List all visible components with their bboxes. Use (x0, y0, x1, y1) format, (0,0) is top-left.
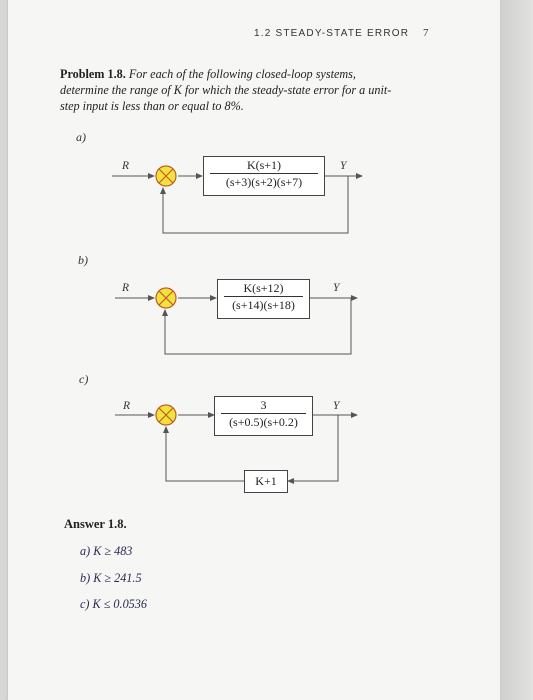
document-page (8, 0, 500, 700)
diagram-c-output: Y (333, 400, 340, 412)
diagram-b-numerator: K(s+12) (224, 280, 303, 297)
diagram-b-input: R (122, 282, 130, 294)
running-header: 1.2 STEADY-STATE ERROR (254, 28, 410, 39)
diagram-a-numerator: K(s+1) (210, 157, 318, 174)
answer-b: b) K ≥ 241.5 (80, 571, 142, 585)
diagram-c-label: c) (79, 372, 89, 386)
answer-title: Answer 1.8. (64, 517, 127, 531)
problem-statement: Problem 1.8. For each of the following c… (60, 66, 405, 114)
diagram-b-output: Y (333, 282, 340, 294)
answer-c: c) K ≤ 0.0536 (80, 597, 147, 611)
page-edge-shadow (500, 0, 533, 700)
diagram-a-denominator: (s+3)(s+2)(s+7) (225, 175, 303, 189)
diagram-a-label: a) (76, 130, 86, 144)
diagram-c-denominator: (s+0.5)(s+0.2) (229, 415, 298, 429)
diagram-a-output: Y (340, 160, 347, 172)
diagram-a-transfer-block: K(s+1) (s+3)(s+2)(s+7) (203, 156, 325, 196)
diagram-c-numerator: 3 (221, 397, 306, 414)
problem-text: For each of the following closed-loop sy… (60, 67, 392, 113)
diagram-c-feedback-block: K+1 (244, 470, 288, 493)
diagram-b-transfer-block: K(s+12) (s+14)(s+18) (217, 279, 310, 319)
page-number: 7 (423, 27, 429, 39)
problem-title: Problem 1.8. (60, 67, 126, 81)
diagram-c-transfer-block: 3 (s+0.5)(s+0.2) (214, 396, 313, 436)
diagram-b-label: b) (78, 253, 88, 267)
diagram-c-input: R (123, 400, 131, 412)
diagram-a-input: R (122, 160, 130, 172)
answer-a: a) K ≥ 483 (80, 544, 133, 558)
summing-junctions (155, 165, 177, 426)
diagram-b-denominator: (s+14)(s+18) (232, 298, 295, 312)
